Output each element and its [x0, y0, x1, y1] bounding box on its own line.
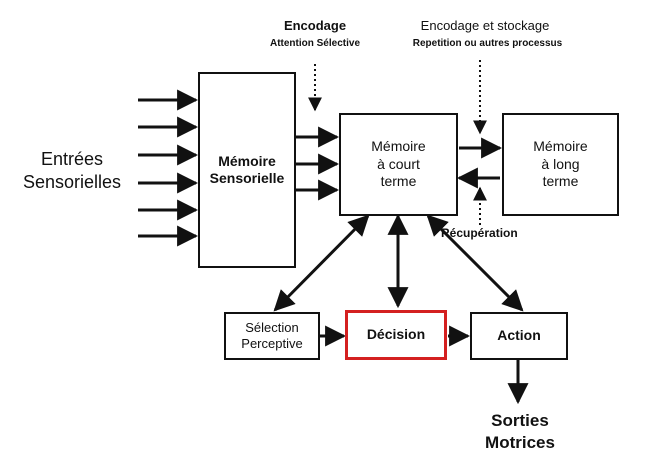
- decision-label: Décision: [366, 326, 426, 343]
- sensory-memory-label: Mémoire Sensorielle: [209, 152, 285, 187]
- perceptual-selection-box: Sélection Perceptive: [224, 312, 320, 360]
- stm-action-arrow: [426, 214, 524, 312]
- encoding-storage-subtitle: Repetition ou autres processus: [412, 38, 563, 49]
- stm-perceptual-selection-arrow: [273, 214, 370, 312]
- long-term-memory-label: Mémoire à long terme: [533, 138, 588, 190]
- short-term-memory-label: Mémoire à court terme: [371, 138, 426, 190]
- sensory-inputs-label: Entrées Sensorielles: [22, 149, 122, 193]
- sensory-to-stm-arrows: [296, 126, 340, 201]
- sensory-memory-box: Mémoire Sensorielle: [198, 72, 296, 268]
- encoding-title: Encodage: [283, 18, 347, 33]
- perceptual-selection-label: Sélection Perceptive: [241, 319, 303, 351]
- motor-outputs-label: Sorties Motrices: [485, 411, 555, 453]
- short-term-memory-box: Mémoire à court terme: [339, 113, 458, 216]
- encoding-storage-title: Encodage et stockage: [420, 18, 550, 33]
- action-label: Action: [497, 327, 541, 344]
- long-term-memory-box: Mémoire à long terme: [502, 113, 619, 216]
- sensory-input-arrows: [138, 89, 199, 247]
- retrieval-label: Récupération: [441, 226, 518, 240]
- encoding-subtitle: Attention Sélective: [269, 38, 361, 49]
- decision-box: Décision: [345, 310, 447, 360]
- action-box: Action: [470, 312, 568, 360]
